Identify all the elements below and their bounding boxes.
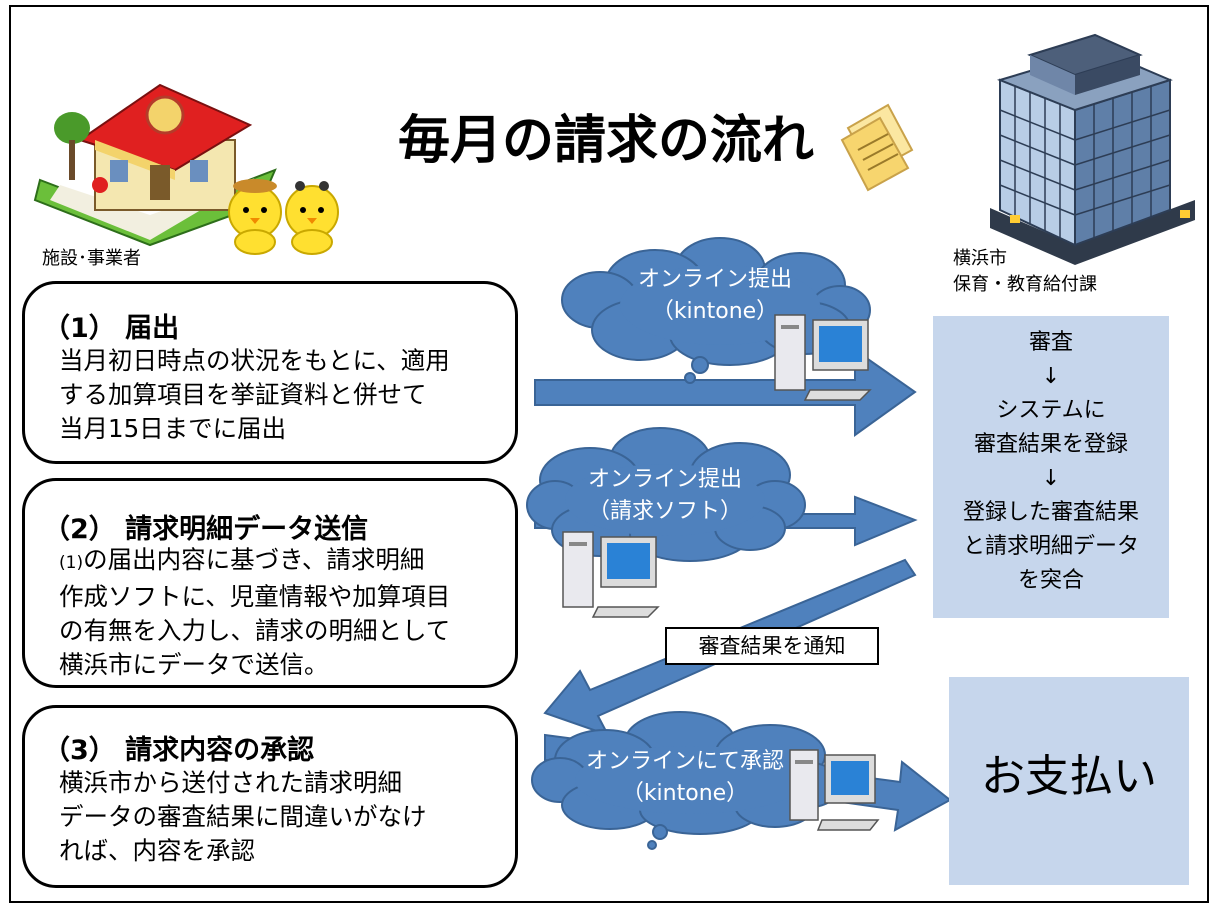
computer-icon-3 [789,749,880,831]
computer-icon-1 [774,314,872,401]
step-1-title: （1） 届出 [43,313,180,344]
review-line-7: を突合 [1017,568,1084,593]
city-office-building [990,33,1195,265]
step-2-body: の届出内容に基づき、請求明細 作成ソフトに、児童情報や加算項目 の有無を入力し、… [59,545,451,679]
step-2-body-wrap: (1)の届出内容に基づき、請求明細 作成ソフトに、児童情報や加算項目 の有無を入… [59,543,450,682]
step-3-body: 横浜市から送付された請求明細 データの審査結果に間違いがなけ れば、内容を承認 [59,768,427,865]
diagram-frame [9,5,1209,903]
cloud-3-line1: オンラインにて承認 [585,749,784,774]
city-label-line2: 保育・教育給付課 [953,274,1097,295]
review-panel: 審査 ↓ システムに 審査結果を登録 ↓ 登録した審査結果 と請求明細データ を… [933,316,1169,618]
step-2-body-prefix: (1) [59,553,84,573]
step-3-title: （3） 請求内容の承認 [43,735,315,766]
step-2-title: （2） 請求明細データ送信 [43,514,369,545]
document-icon [840,103,914,192]
review-line-5: 登録した審査結果 [962,500,1139,525]
notify-result-label: 審査結果を通知 [665,627,879,665]
step-1-box: （1） 届出 当月初日時点の状況をもとに、適用 する加算項目を挙証資料と併せて … [22,281,518,464]
review-line-0: 審査 [1028,330,1073,355]
computer-icon-2 [562,531,660,618]
city-label-line1: 横浜市 [953,248,1007,269]
cloud-2-label: オンライン提出 （請求ソフト） [560,464,770,528]
cloud-1-line2: （kintone） [651,299,779,324]
review-line-1: ↓ [1041,364,1061,389]
review-line-6: と請求明細データ [962,534,1139,559]
step-1-body: 当月初日時点の状況をもとに、適用 する加算項目を挙証資料と併せて 当月15日まで… [59,346,450,443]
review-line-4: ↓ [1041,466,1061,491]
cloud-1-line1: オンライン提出 [637,267,792,292]
step-3-box: （3） 請求内容の承認 横浜市から送付された請求明細 データの審査結果に間違いが… [22,705,518,888]
step-2-box: （2） 請求明細データ送信 (1)の届出内容に基づき、請求明細 作成ソフトに、児… [22,478,518,688]
arrow-submit-kintone [534,348,917,437]
facility-label: 施設･事業者 [42,248,141,269]
cloud-online-software [526,427,806,562]
review-line-2: システムに [996,398,1106,423]
page-title: 毎月の請求の流れ [398,111,815,171]
facility-illustration [33,83,339,255]
review-line-3: 審査結果を登録 [973,432,1128,457]
review-panel-text: 審査 ↓ システムに 審査結果を登録 ↓ 登録した審査結果 と請求明細データ を… [933,326,1169,598]
cloud-1-label: オンライン提出 （kintone） [610,264,820,328]
cloud-2-line1: オンライン提出 [587,467,742,492]
cloud-2-line2: （請求ソフト） [587,499,742,524]
payment-text: お支払い [981,751,1157,802]
payment-panel: お支払い [949,677,1189,885]
cloud-3-line2: （kintone） [621,781,749,806]
cloud-3-label: オンラインにて承認 （kintone） [575,746,795,810]
